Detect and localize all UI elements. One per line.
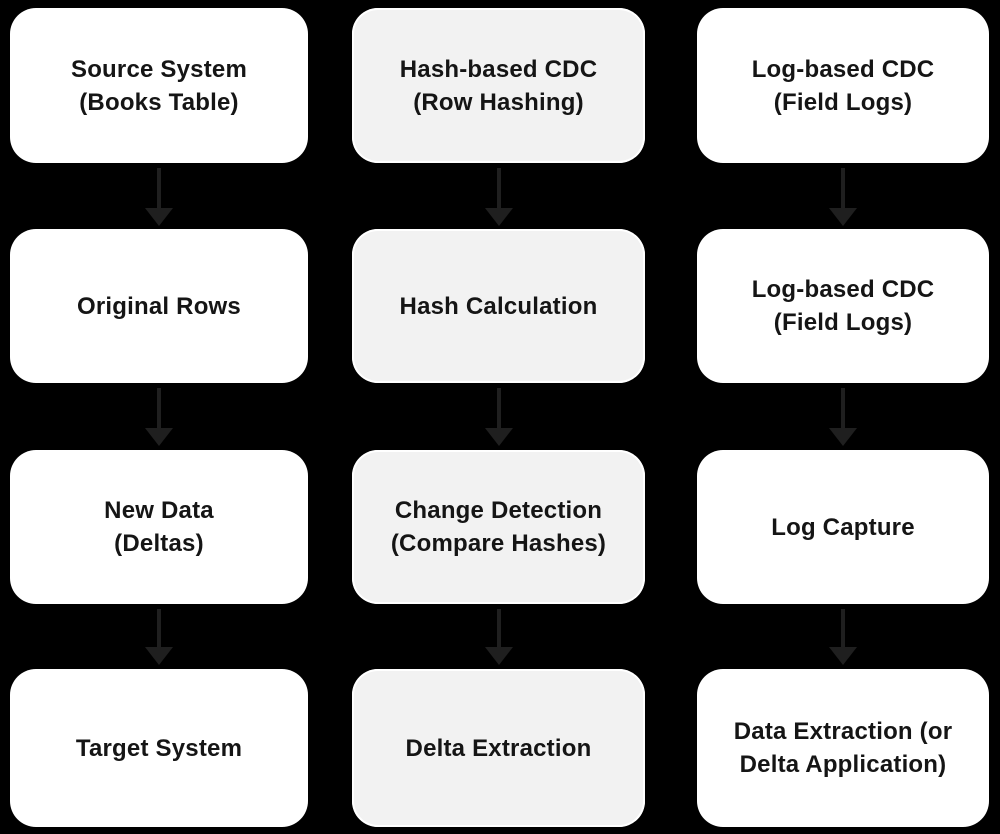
arrow-down-icon — [145, 388, 173, 446]
arrow-head — [829, 208, 857, 226]
arrow-shaft — [497, 168, 501, 210]
arrow-head — [145, 208, 173, 226]
arrow-down-icon — [829, 168, 857, 226]
node-hash-based-cdc: Hash-based CDC (Row Hashing) — [352, 8, 645, 163]
arrow-down-icon — [485, 168, 513, 226]
node-label: Data Extraction (or Delta Application) — [733, 718, 953, 778]
arrow-shaft — [497, 609, 501, 649]
arrow-head — [829, 428, 857, 446]
arrow-head — [485, 428, 513, 446]
node-label: Hash-based CDC (Row Hashing) — [399, 55, 598, 116]
node-source-system: Source System (Books Table) — [10, 8, 308, 163]
arrow-down-icon — [145, 168, 173, 226]
node-change-detection: Change Detection (Compare Hashes) — [352, 450, 645, 604]
node-label: New Data (Deltas) — [104, 497, 214, 557]
arrow-shaft — [841, 609, 845, 649]
node-original-rows: Original Rows — [10, 229, 308, 383]
arrow-shaft — [841, 388, 845, 430]
node-log-based-cdc-2: Log-based CDC (Field Logs) — [697, 229, 989, 383]
arrow-down-icon — [145, 609, 173, 665]
arrow-down-icon — [829, 388, 857, 446]
arrow-shaft — [157, 168, 161, 210]
node-log-based-cdc-1: Log-based CDC (Field Logs) — [697, 8, 989, 163]
arrow-head — [145, 428, 173, 446]
arrow-down-icon — [485, 609, 513, 665]
node-label: Log-based CDC (Field Logs) — [751, 55, 935, 116]
arrow-shaft — [841, 168, 845, 210]
arrow-shaft — [157, 388, 161, 430]
arrow-head — [485, 647, 513, 665]
arrow-down-icon — [829, 609, 857, 665]
node-label: Source System (Books Table) — [70, 55, 247, 116]
node-label: Log Capture — [771, 513, 915, 541]
node-new-data: New Data (Deltas) — [10, 450, 308, 604]
node-label: Delta Extraction — [405, 734, 592, 762]
node-hash-calculation: Hash Calculation — [352, 229, 645, 383]
arrow-down-icon — [485, 388, 513, 446]
arrow-head — [829, 647, 857, 665]
arrow-head — [145, 647, 173, 665]
node-delta-extraction: Delta Extraction — [352, 669, 645, 827]
node-data-extraction: Data Extraction (or Delta Application) — [697, 669, 989, 827]
arrow-head — [485, 208, 513, 226]
node-label: Log-based CDC (Field Logs) — [751, 276, 935, 336]
node-label: Original Rows — [77, 292, 241, 320]
arrow-shaft — [497, 388, 501, 430]
arrow-shaft — [157, 609, 161, 649]
node-label: Hash Calculation — [399, 292, 598, 320]
node-target-system: Target System — [10, 669, 308, 827]
node-label: Change Detection (Compare Hashes) — [390, 497, 607, 557]
node-log-capture: Log Capture — [697, 450, 989, 604]
node-label: Target System — [75, 734, 243, 762]
